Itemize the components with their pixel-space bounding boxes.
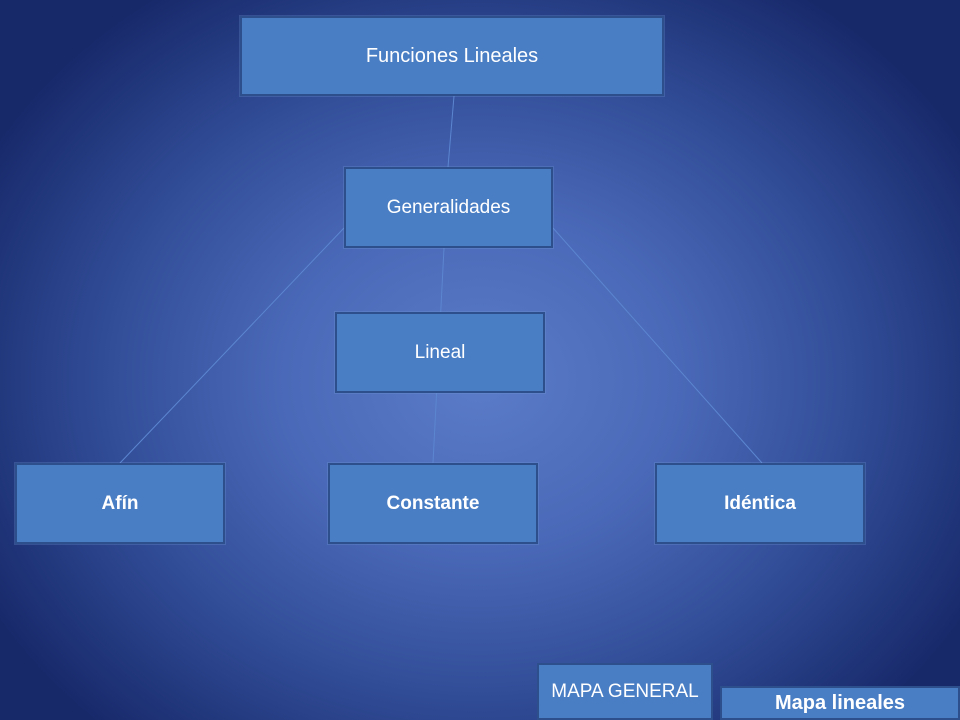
- mapa-general-button[interactable]: MAPA GENERAL: [537, 663, 713, 720]
- node-constante-label: Constante: [386, 492, 480, 514]
- mapa-general-label: MAPA GENERAL: [551, 680, 699, 702]
- node-funciones-lineales-label: Funciones Lineales: [365, 44, 539, 67]
- node-afin: Afín: [15, 463, 225, 544]
- node-lineal-label: Lineal: [414, 341, 466, 363]
- node-constante: Constante: [328, 463, 538, 544]
- node-funciones-lineales: Funciones Lineales: [240, 16, 664, 96]
- node-generalidades: Generalidades: [344, 167, 553, 248]
- connector-root-generalidades: [447, 95, 455, 168]
- mapa-lineales-label: Mapa lineales: [774, 691, 906, 714]
- node-afin-label: Afín: [101, 492, 139, 514]
- node-generalidades-label: Generalidades: [386, 196, 511, 218]
- mapa-lineales-button[interactable]: Mapa lineales: [720, 686, 960, 720]
- connector-generalidades-afin: [119, 227, 345, 464]
- connector-generalidades-identica: [552, 227, 763, 464]
- node-identica-label: Idéntica: [724, 492, 796, 514]
- node-lineal: Lineal: [335, 312, 545, 393]
- node-identica: Idéntica: [655, 463, 865, 544]
